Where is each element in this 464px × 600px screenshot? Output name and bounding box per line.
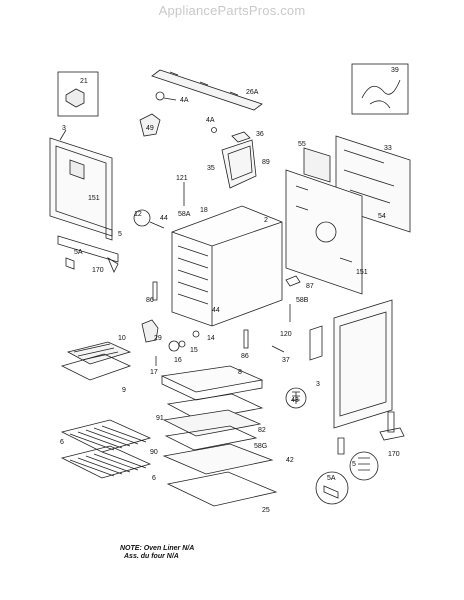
part-29[interactable]: 29	[141, 319, 162, 343]
callout-87: 87	[306, 283, 314, 290]
callout-151: 151	[356, 269, 368, 276]
callout-49: 49	[146, 125, 154, 132]
callout-86: 86	[146, 297, 154, 304]
callout-3: 3	[316, 381, 320, 388]
callout-8: 8	[238, 369, 242, 376]
callout-120: 120	[280, 331, 292, 338]
rear-frame[interactable]: 151	[285, 169, 368, 295]
part-43-screw[interactable]: 43	[285, 387, 307, 409]
callout-43: 43	[291, 397, 299, 404]
callout-21: 21	[80, 78, 88, 85]
part-36[interactable]: 36	[231, 131, 264, 143]
callout-58B: 58B	[296, 297, 309, 304]
part-49[interactable]: 49	[139, 113, 161, 137]
callout-36: 36	[256, 131, 264, 138]
callout-151: 151	[88, 195, 100, 202]
drawer-42[interactable]: 42	[162, 443, 294, 475]
callout-44: 44	[212, 307, 220, 314]
part-17[interactable]: 17	[150, 356, 158, 376]
callout-35: 35	[207, 165, 215, 172]
callout-4A: 4A	[206, 117, 215, 124]
part-4A-top[interactable]: 4A	[155, 91, 189, 104]
callout-5: 5	[352, 461, 356, 468]
part-37[interactable]: 37	[271, 345, 290, 364]
callout-9: 9	[122, 387, 126, 394]
part-15[interactable]: 15	[178, 340, 198, 354]
part-121[interactable]: 121	[176, 175, 188, 206]
callout-89: 89	[262, 159, 270, 166]
callout-121: 121	[176, 175, 188, 182]
vent-duct-35[interactable]: 35 89	[207, 139, 270, 189]
callout-5A: 5A	[74, 249, 83, 256]
note-line-1: NOTE: Oven Liner N/A	[120, 545, 195, 552]
drawer-liner-91[interactable]: 91	[156, 409, 262, 437]
callout-29: 29	[154, 335, 162, 342]
callout-86: 86	[241, 353, 249, 360]
part-87[interactable]: 87	[285, 275, 314, 290]
note-line-2: Ass. du four N/A	[124, 553, 179, 560]
part-12-switch[interactable]: 12 44 58A	[133, 209, 191, 229]
callout-82: 82	[258, 427, 266, 434]
inset-part-21[interactable]: 21	[57, 71, 99, 117]
diagram-note: NOTE: Oven Liner N/A Ass. du four N/A	[120, 545, 194, 561]
callout-6: 6	[60, 439, 64, 446]
oven-rack-upper[interactable]: 6	[60, 419, 152, 453]
part-86-right[interactable]: 86	[241, 329, 249, 360]
part-86-left[interactable]: 86	[146, 281, 158, 304]
part-4A-mid[interactable]: 4A	[206, 117, 217, 133]
broiler-pan[interactable]: 10 9	[60, 335, 132, 394]
callout-42: 42	[286, 457, 294, 464]
callout-58A: 58A	[178, 211, 191, 218]
callout-44: 44	[160, 215, 168, 222]
callout-14: 14	[207, 335, 215, 342]
leveling-leg-right[interactable]: 170 5 5A	[315, 411, 405, 505]
callout-10: 10	[118, 335, 126, 342]
side-panel-left-3[interactable]: 3 151	[49, 125, 119, 263]
callout-3: 3	[62, 125, 66, 132]
inset-part-39[interactable]: 39	[351, 63, 409, 115]
callout-170: 170	[388, 451, 400, 458]
wire-harness-icon	[361, 79, 401, 109]
callout-54: 54	[378, 213, 386, 220]
oven-cavity[interactable]: 18 2 44	[171, 205, 283, 327]
callout-39: 39	[391, 67, 399, 74]
callout-37: 37	[282, 357, 290, 364]
part-14[interactable]: 14	[192, 330, 215, 342]
callout-55: 55	[298, 141, 306, 148]
callout-17: 17	[150, 369, 158, 376]
drawer-82[interactable]: 82	[166, 393, 266, 434]
callout-12: 12	[134, 211, 142, 218]
callout-5A: 5A	[327, 475, 336, 482]
part-55[interactable]: 55	[298, 141, 331, 183]
callout-2: 2	[264, 217, 268, 224]
callout-25: 25	[262, 507, 270, 514]
rear-bracket-26A[interactable]: 26A	[151, 69, 263, 111]
watermark: AppliancePartsPros.com	[158, 3, 306, 18]
callout-6: 6	[152, 475, 156, 482]
callout-33: 33	[384, 145, 392, 152]
oven-door-3[interactable]: 3	[309, 299, 393, 429]
callout-5: 5	[118, 231, 122, 238]
part-16[interactable]: 16	[168, 340, 182, 364]
drawer-bottom-25[interactable]: 25	[166, 471, 278, 514]
part-90[interactable]: 90 58G	[150, 425, 267, 456]
leveling-leg-left[interactable]: 5 5A 170	[65, 227, 122, 274]
callout-26A: 26A	[246, 89, 259, 96]
callout-58G: 58G	[254, 443, 267, 450]
callout-15: 15	[190, 347, 198, 354]
drawer-frame-8[interactable]: 8	[160, 365, 264, 401]
rack-icon	[69, 425, 147, 451]
part-58B[interactable]: 58B 120	[280, 297, 309, 338]
callout-4A: 4A	[180, 97, 189, 104]
callout-18: 18	[200, 207, 208, 214]
callout-90: 90	[150, 449, 158, 456]
callout-170: 170	[92, 267, 104, 274]
screw-icon	[292, 391, 300, 404]
callout-16: 16	[174, 357, 182, 364]
callout-91: 91	[156, 415, 164, 422]
oven-rack-lower[interactable]: 6	[60, 445, 156, 482]
